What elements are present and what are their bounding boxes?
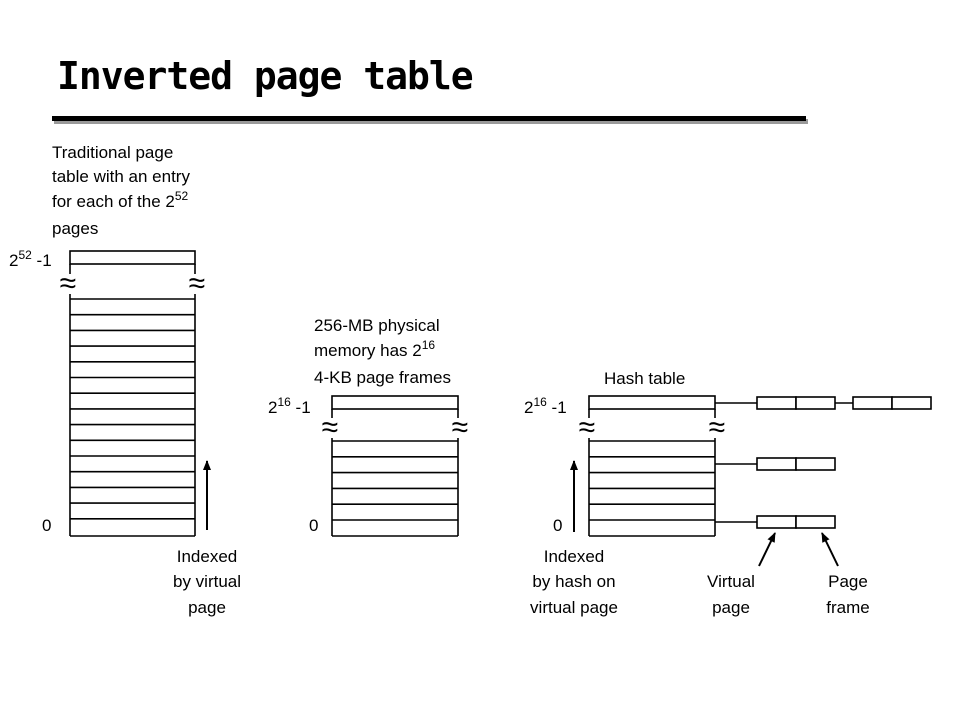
physical-break-left: ≈ xyxy=(322,411,338,444)
traditional-caption-exponent: 52 xyxy=(175,189,189,203)
physical-memory-table xyxy=(331,395,459,537)
hash-top-base: 2 xyxy=(524,398,533,417)
virtual-page-label-line-1: Virtual xyxy=(707,572,755,591)
physical-top-entry xyxy=(331,395,459,410)
chain-node-1a-page-frame xyxy=(795,396,836,410)
node-field-labels: Virtual page Page frame xyxy=(707,572,870,617)
traditional-top-index-label: 252 -1 xyxy=(9,248,52,270)
chain-node-3-page-frame xyxy=(795,515,836,529)
physical-top-suffix: -1 xyxy=(291,398,311,417)
physical-caption-line-1: 256-MB physical xyxy=(314,316,440,335)
traditional-caption-line-3: for each of the 252 xyxy=(52,189,189,211)
title-underline-shadow xyxy=(54,119,808,124)
hash-arrow-line-1: Indexed xyxy=(544,547,605,566)
physical-caption-exponent: 16 xyxy=(422,338,436,352)
traditional-caption-line-2: table with an entry xyxy=(52,167,190,186)
traditional-page-table xyxy=(69,250,196,537)
hash-top-index-label: 216 -1 xyxy=(524,395,567,417)
hash-top-entry xyxy=(588,395,716,410)
physical-top-exponent: 16 xyxy=(277,395,291,409)
traditional-caption-line-1: Traditional page xyxy=(52,143,173,162)
chain-node-1b-virtual-page xyxy=(852,396,893,410)
chain-node-2-virtual-page xyxy=(756,457,797,471)
hash-arrow-line-2: by hash on xyxy=(532,572,615,591)
traditional-arrow-line-2: by virtual xyxy=(173,572,241,591)
physical-caption-line-3: 4-KB page frames xyxy=(314,368,451,387)
hash-table-caption: Hash table xyxy=(604,369,685,388)
hash-table xyxy=(588,395,716,537)
chain-node-3-virtual-page xyxy=(756,515,797,529)
physical-bottom-index-label: 0 xyxy=(309,516,318,535)
traditional-arrow-line-1: Indexed xyxy=(177,547,238,566)
hash-break-right: ≈ xyxy=(709,411,725,444)
physical-top-index-label: 216 -1 xyxy=(268,395,311,417)
page-frame-label-line-1: Page xyxy=(828,572,868,591)
slide-title: Inverted page table xyxy=(57,54,474,98)
traditional-break-left: ≈ xyxy=(60,267,76,300)
virtual-page-pointer-arrow xyxy=(758,532,776,567)
chain-node-2-page-frame xyxy=(795,457,836,471)
hash-break-left: ≈ xyxy=(579,411,595,444)
physical-caption-line-2-text: memory has 2 xyxy=(314,341,422,360)
physical-break-right: ≈ xyxy=(452,411,468,444)
traditional-top-entry xyxy=(69,250,196,265)
hash-bottom-index-label: 0 xyxy=(553,516,562,535)
traditional-arrow-label: Indexed by virtual page xyxy=(173,547,241,617)
hash-top-suffix: -1 xyxy=(547,398,567,417)
traditional-caption-line-4: pages xyxy=(52,219,98,238)
traditional-top-exponent: 52 xyxy=(18,248,32,262)
traditional-bottom-index-label: 0 xyxy=(42,516,51,535)
hash-top-exponent: 16 xyxy=(533,395,547,409)
physical-caption-line-2: memory has 216 xyxy=(314,338,435,360)
hash-arrow-line-3: virtual page xyxy=(530,598,618,617)
traditional-top-base: 2 xyxy=(9,251,18,270)
virtual-page-label-line-2: page xyxy=(712,598,750,617)
page-frame-label-line-2: frame xyxy=(826,598,869,617)
hash-arrow-label: Indexed by hash on virtual page xyxy=(530,547,618,617)
physical-top-base: 2 xyxy=(268,398,277,417)
page-frame-pointer-arrow xyxy=(821,532,839,567)
traditional-caption: Traditional page table with an entry for… xyxy=(52,143,190,238)
traditional-break-right: ≈ xyxy=(189,267,205,300)
hash-chains xyxy=(715,396,932,529)
chain-node-1b-page-frame xyxy=(891,396,932,410)
traditional-arrow-line-3: page xyxy=(188,598,226,617)
title-underline xyxy=(52,116,806,121)
physical-caption: 256-MB physical memory has 216 4-KB page… xyxy=(314,316,451,387)
traditional-caption-line-3-text: for each of the 2 xyxy=(52,192,175,211)
traditional-top-suffix: -1 xyxy=(32,251,52,270)
chain-node-1a-virtual-page xyxy=(756,396,797,410)
